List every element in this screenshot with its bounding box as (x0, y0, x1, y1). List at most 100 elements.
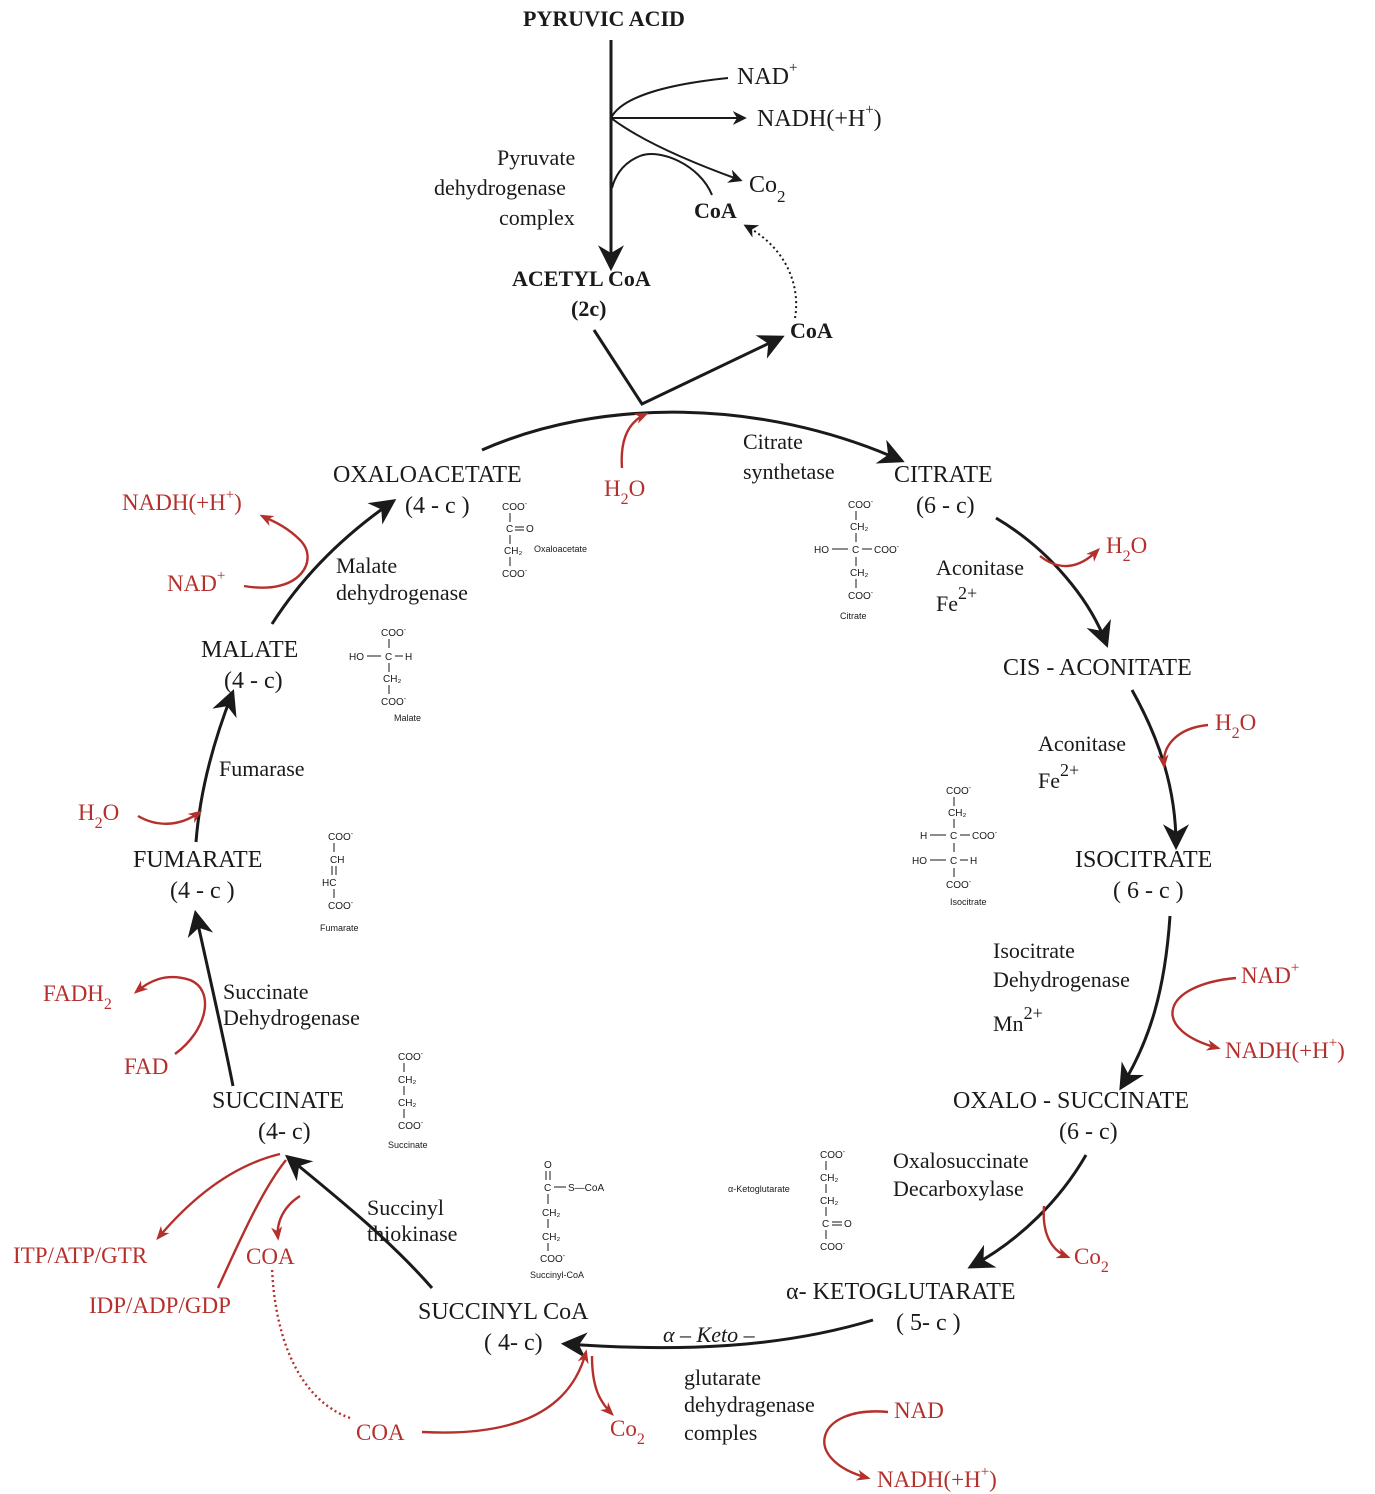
arrow-cisaconitate-to-isocitrate (1130, 689, 1189, 851)
malate-carbons: (4 - c) (224, 668, 283, 694)
fadh2-label: FADH2 (43, 981, 112, 1013)
succinate-carbons: (4- c) (258, 1119, 311, 1145)
svg-text:CH₂: CH₂ (383, 674, 401, 685)
svg-text:COO-: COO- (946, 785, 972, 797)
svg-text:COO-: COO- (328, 900, 354, 912)
succinate-label: SUCCINATE (212, 1088, 344, 1114)
svg-text:HC: HC (322, 878, 336, 889)
akgdh-line1: α – Keto – (663, 1322, 756, 1347)
fumarate-label: FUMARATE (133, 847, 262, 873)
h2o-aconitase1-label: H2O (1106, 533, 1147, 565)
svg-text:Citrate: Citrate (840, 611, 867, 621)
citrate-structure: COO- CH₂ HO C COO- CH₂ COO- Citrate (814, 499, 900, 621)
aconitase-1-label: Aconitase (936, 555, 1024, 580)
svg-text:COO-: COO- (972, 830, 998, 842)
oxalosuccinate-carbons: (6 - c) (1059, 1119, 1118, 1145)
arrow-citrate-to-cisaconitate (995, 516, 1111, 648)
arrow-fumarate-to-malate (194, 689, 237, 843)
aketoglutarate-structure: COO- CH₂ α-Ketoglutarate CH₂ C O COO- (728, 1149, 852, 1253)
citrate-carbons: (6 - c) (916, 493, 975, 519)
fumarate-structure: COO- CH HC COO- Fumarate (320, 831, 359, 933)
isocitrate-structure: COO- CH₂ H C COO- HO C H COO- Isocitrate (912, 785, 998, 907)
svg-text:CH₂: CH₂ (398, 1075, 416, 1086)
coa-into-succinylcoa-arrow (421, 1349, 589, 1434)
malate-structure: COO- HO C H CH₂ COO- Malate (349, 627, 421, 723)
svg-text:COO-: COO- (381, 627, 407, 639)
succinyl-coa-label: SUCCINYL CoA (418, 1299, 589, 1325)
arrow-oxaloacetate-to-citrate (481, 410, 905, 464)
svg-text:COO-: COO- (820, 1241, 846, 1253)
svg-text:CH: CH (330, 855, 344, 866)
idp-in-curve (216, 1159, 287, 1289)
mdh-line2: dehydrogenase (336, 580, 468, 605)
nadh-akgdh-label: NADH(+H+) (877, 1464, 997, 1492)
fad-label: FAD (124, 1054, 168, 1079)
citrate-label: CITRATE (894, 462, 993, 488)
mn-label: Mn2+ (993, 1003, 1043, 1036)
co2-akgdh-arrow (590, 1355, 614, 1416)
coa-dotted-link (270, 1267, 351, 1420)
icdh-line2: Dehydrogenase (993, 967, 1130, 992)
nad-icdh-arrow (1171, 976, 1237, 1051)
svg-text:COO-: COO- (874, 544, 900, 556)
h2o-aconitase2-label: H2O (1215, 710, 1256, 742)
h2o-aconitase2-arrow (1157, 723, 1209, 769)
sdh-line2: Dehydrogenase (223, 1005, 360, 1030)
h2o-citrate-synthase-label: H2O (604, 476, 645, 508)
co2-osd-label: Co2 (1074, 1244, 1109, 1276)
coa-thiokinase-label: COA (246, 1244, 295, 1269)
svg-text:C: C (506, 524, 513, 535)
svg-text:CH₂: CH₂ (850, 568, 868, 579)
oxaloacetate-structure: COO- C O CH₂ COO- Oxaloacetate (502, 501, 587, 580)
mdh-line1: Malate (336, 553, 397, 578)
svg-text:CH₂: CH₂ (542, 1232, 560, 1243)
osd-line2: Decarboxylase (893, 1176, 1024, 1201)
arrow-oxalosuccinate-to-aketoglutarate (967, 1154, 1088, 1269)
fad-sdh-arrow (133, 975, 207, 1055)
svg-text:C: C (822, 1219, 829, 1230)
svg-text:CH₂: CH₂ (820, 1196, 838, 1207)
coa-recycle-dotted (743, 224, 798, 319)
svg-text:C: C (852, 545, 859, 556)
h2o-citrate-synthase-arrow (620, 412, 649, 469)
fumarate-carbons: (4 - c ) (170, 878, 235, 904)
osd-line1: Oxalosuccinate (893, 1148, 1029, 1173)
arrow-succinylcoa-to-succinate (284, 1154, 434, 1289)
coa-bottom-label: COA (356, 1420, 405, 1445)
co2-osd-arrow (1042, 1205, 1071, 1259)
oxaloacetate-label: OXALOACETATE (333, 462, 522, 488)
svg-text:HO: HO (349, 652, 364, 663)
svg-text:COO-: COO- (502, 501, 528, 513)
svg-text:H: H (970, 856, 977, 867)
arrow-malate-to-oxaloacetate (270, 499, 397, 625)
svg-text:H: H (405, 652, 412, 663)
oxalosuccinate-label: OXALO - SUCCINATE (953, 1088, 1189, 1114)
itp-out-arrow (156, 1152, 281, 1241)
svg-text:COO-: COO- (398, 1051, 424, 1063)
h2o-fumarase-label: H2O (78, 800, 119, 832)
co2-out-arrow (610, 117, 743, 183)
svg-text:C: C (385, 652, 392, 663)
aconitase-2-label: Aconitase (1038, 731, 1126, 756)
h2o-aconitase1-arrow (1039, 548, 1100, 568)
acetyl-coa-carbons: (2c) (571, 296, 606, 321)
svg-text:COO-: COO- (848, 499, 874, 511)
svg-text:COO-: COO- (502, 568, 528, 580)
svg-text:O: O (526, 524, 534, 535)
svg-text:CH₂: CH₂ (948, 808, 966, 819)
svg-text:Succinate: Succinate (388, 1140, 428, 1150)
pdc-enzyme-line2: dehydrogenase (434, 175, 566, 200)
stk-line1: Succinyl (367, 1195, 444, 1220)
co2-akgdh-label: Co2 (610, 1416, 645, 1448)
aketoglutarate-label: α- KETOGLUTARATE (786, 1279, 1016, 1305)
svg-text:COO-: COO- (328, 831, 354, 843)
stk-line2: thiokinase (367, 1221, 457, 1246)
arrow-isocitrate-to-oxalosuccinate (1119, 915, 1172, 1091)
svg-text:CH₂: CH₂ (398, 1098, 416, 1109)
itp-label: ITP/ATP/GTR (13, 1243, 148, 1268)
svg-text:Succinyl-CoA: Succinyl-CoA (530, 1270, 584, 1280)
svg-text:HO: HO (912, 856, 927, 867)
nadh-icdh-label: NADH(+H+) (1225, 1035, 1345, 1063)
intermediates: OXALOACETATE (4 - c ) CITRATE (6 - c) CI… (133, 462, 1212, 1356)
isocitrate-carbons: ( 6 - c ) (1113, 878, 1184, 904)
